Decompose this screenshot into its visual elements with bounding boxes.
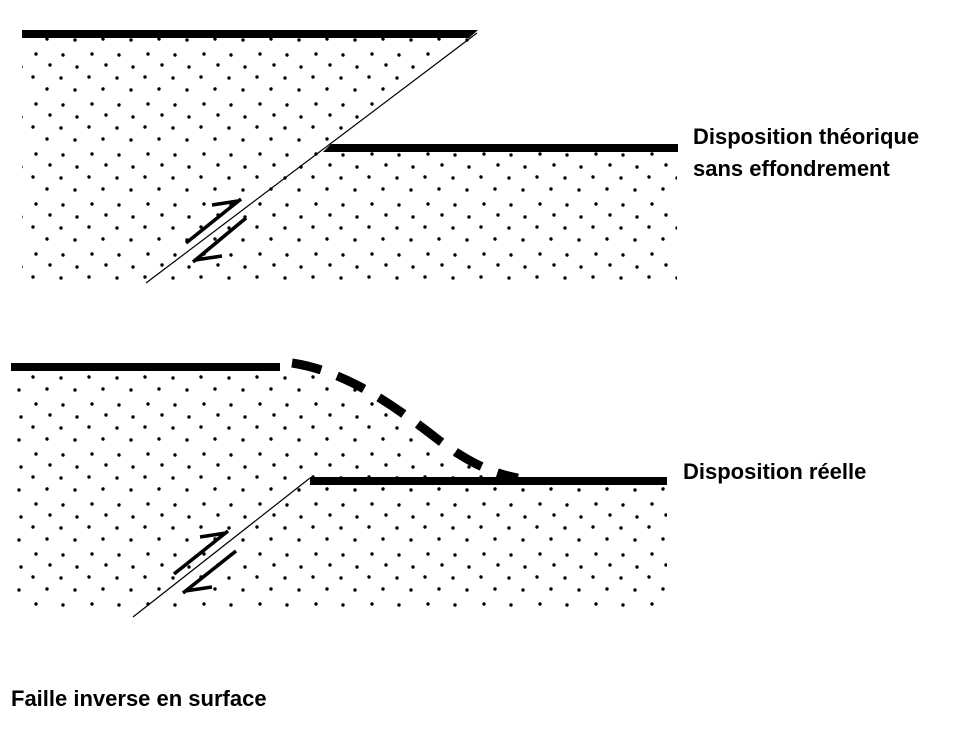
label-theoretical: Disposition théorique sans effondrement	[693, 121, 919, 185]
panel-actual	[11, 358, 667, 618]
fault-line-bottom-panel	[132, 477, 311, 618]
surface-bar-lower-bottom-panel	[310, 477, 667, 485]
slip-arrow-up-bottom-panel	[172, 529, 230, 576]
panel-theoretical	[22, 30, 678, 284]
slip-arrow-up-top-panel	[184, 197, 243, 245]
figure-caption: Faille inverse en surface	[11, 686, 267, 711]
surface-bar-upper-top-panel	[22, 30, 478, 38]
collapse-scarp-dashed-line	[291, 358, 519, 483]
surface-bar-lower-top-panel	[323, 144, 678, 152]
label-actual: Disposition réelle	[683, 459, 867, 484]
footwall-rock-top-panel	[146, 148, 677, 282]
fault-line-top-panel	[145, 32, 478, 284]
slip-arrow-down-bottom-panel	[181, 549, 238, 595]
surface-bar-upper-bottom-panel	[11, 363, 280, 371]
slip-arrow-down-top-panel	[191, 216, 248, 264]
rock-mass-bottom-panel	[11, 364, 667, 613]
label-theoretical-line2: sans effondrement	[693, 156, 890, 181]
hanging-wall-rock-top-panel	[22, 34, 478, 283]
label-theoretical-line1: Disposition théorique	[693, 124, 920, 149]
